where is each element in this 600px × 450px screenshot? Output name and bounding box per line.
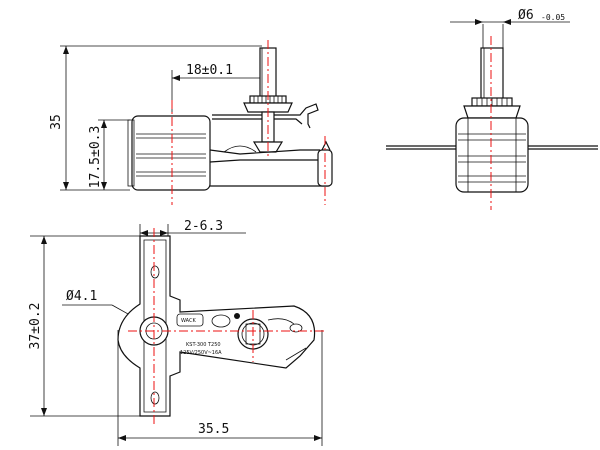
rating-label: 125V/250V~16A [180, 350, 222, 356]
terminal-hole-top [150, 265, 160, 279]
dim-shaft-diameter: Ø6 [518, 8, 534, 23]
dim-base-height: 37±0.2 [28, 303, 43, 350]
terminal-hole-bottom [150, 391, 160, 405]
ceramic-body [131, 115, 211, 191]
dim-hole-diameter: Ø4.1 [66, 289, 97, 304]
front-view: Ø6 -0.05 [386, 8, 598, 210]
side-view: 35 17.5±0.3 18±0.1 [49, 40, 333, 205]
dim-shaft-offset: 18±0.1 [186, 63, 233, 78]
dim-overall-height: 35 [49, 114, 64, 130]
cert-dot-icon [234, 313, 240, 319]
model-label: KST-300 T250 [186, 342, 221, 348]
dim-lower-height: 17.5±0.3 [88, 126, 103, 189]
dim-base-length: 35.5 [198, 422, 229, 437]
top-view: 2-6.3 Ø4.1 37±0.2 35.5 WACK [28, 219, 326, 446]
dim-terminal-width: 2-6.3 [184, 219, 223, 234]
brand-logo-text: WACK [181, 318, 196, 324]
dim-shaft-diameter-tolerance: -0.05 [541, 13, 565, 22]
brand-logo [176, 313, 204, 327]
cert-mark-icon [211, 314, 231, 328]
